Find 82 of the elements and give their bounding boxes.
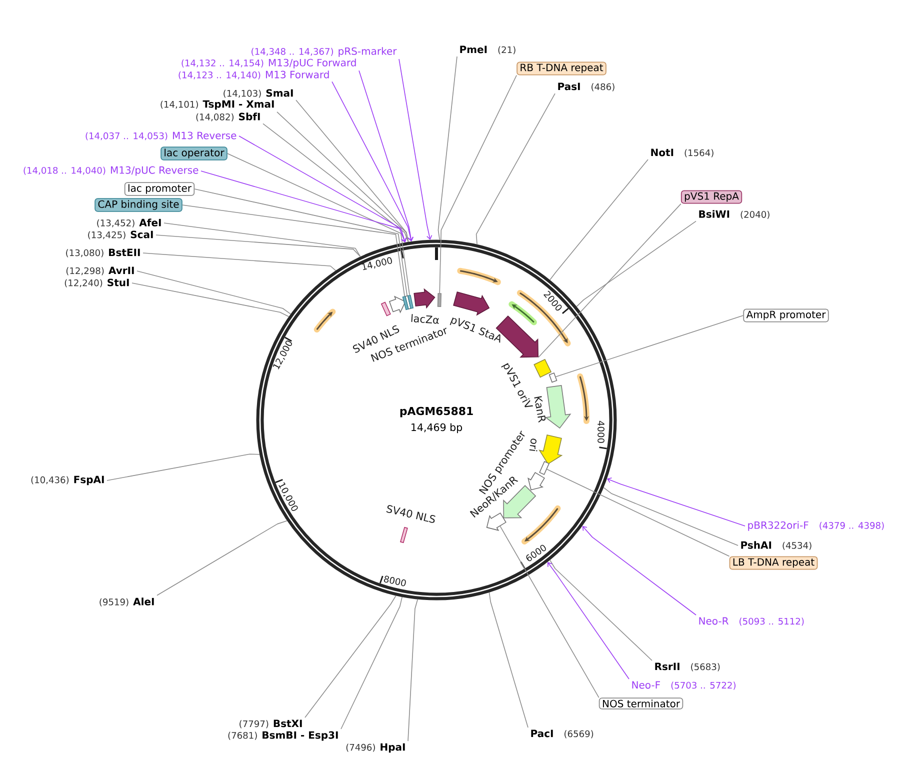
leader-line [582, 526, 696, 616]
feature-tag: NOS terminator [598, 698, 684, 710]
feature-tag: pVS1 RepA [680, 190, 742, 204]
site-label: (14,082) SbfI [196, 112, 260, 122]
site-label: (13,080) BstEII [66, 248, 140, 258]
leader-line [332, 81, 414, 242]
leader-line [555, 315, 744, 378]
tick-label: 14,000 [362, 257, 392, 270]
site-label: (13,425) ScaI [88, 230, 153, 240]
primer-label: Neo-F (5703 .. 5722) [632, 681, 736, 690]
leader-line [550, 560, 652, 661]
leader-line [182, 204, 405, 297]
primer-label: pBR322ori-F (4379 .. 4398) [748, 521, 884, 531]
leader-line [476, 93, 556, 245]
leader-line [136, 270, 292, 314]
site-label: (12,298) AvrII [66, 266, 134, 276]
leader-line [398, 58, 432, 240]
feature-tag: lac promoter [124, 182, 195, 196]
site-label: NotI (1564) [651, 148, 714, 158]
site-label: (7681) BsmBI - Esp3I [228, 731, 338, 741]
site-label: RsrII (5683) [655, 662, 720, 672]
leader-line [576, 220, 696, 307]
feature-label: SV40 NLS [386, 505, 436, 523]
site-label: (9519) AleI [100, 598, 154, 606]
leader-line [603, 487, 738, 546]
feature-tag: AmpR promoter [743, 308, 829, 322]
site-label: (7496) HpaI [346, 743, 405, 753]
leader-line [106, 454, 260, 481]
feature-tag: lac operator [160, 146, 228, 160]
leader-line [408, 598, 418, 742]
leader-line [156, 234, 361, 258]
tick-label: 8000 [384, 576, 406, 586]
site-label: PacI (6569) [531, 730, 594, 738]
site-label: PasI (486) [558, 82, 614, 92]
leader-line [439, 74, 517, 294]
site-label: BsiWI (2040) [699, 210, 770, 219]
leader-line [132, 282, 290, 318]
feature-tag: CAP binding site [94, 198, 182, 212]
site-label: (13,452) AfeI [97, 218, 161, 228]
leader-line [304, 595, 396, 718]
leader-line [296, 100, 409, 242]
feature-bar [548, 372, 558, 383]
leader-line [194, 188, 408, 296]
leader-line [200, 170, 406, 242]
leader-line [262, 123, 409, 242]
feature-tag: LB T-DNA repeat [729, 556, 818, 570]
leader-line [276, 112, 409, 242]
primer-label: (14,037 .. 14,053) M13 Reverse [86, 132, 236, 140]
site-label: (10,436) FspAI [31, 476, 104, 486]
site-label: PmeI (21) [460, 46, 516, 54]
leader-line [227, 153, 410, 296]
feature-label: KanR [534, 396, 546, 423]
feature-bar [407, 294, 414, 309]
leader-line [606, 477, 746, 526]
feature-tag: RB T-DNA repeat [516, 62, 606, 76]
site-label: PshAI (4534) [741, 541, 812, 550]
tick-label: 4000 [598, 420, 604, 443]
leader-line [358, 70, 414, 242]
leader-line [238, 136, 407, 242]
leader-line [164, 222, 361, 258]
leader-line [438, 56, 458, 240]
primer-label: Neo-R (5093 .. 5112) [699, 617, 804, 626]
primer-label: (14,348 .. 14,367) pRS-marker [252, 47, 397, 57]
site-label: (14,103) SmaI [224, 89, 293, 98]
primer-label: (14,123 .. 14,140) M13 Forward [178, 70, 329, 80]
leader-line [142, 252, 336, 271]
leader-line [538, 203, 682, 358]
leader-line [340, 596, 403, 730]
feature-label: pVS1 StaA [450, 317, 500, 343]
leader-line [546, 468, 730, 557]
primer-label: (14,132 .. 14,154) M13/pUC Forward [182, 58, 356, 68]
leader-line [156, 520, 288, 596]
feature-label: lacZα [411, 314, 439, 324]
leader-line [547, 562, 630, 680]
feature-label: ori [529, 438, 538, 452]
leader-line [488, 592, 528, 728]
site-label: (14,101) TspMI - XmaI [160, 100, 274, 110]
primer-label: (14,018 .. 14,040) M13/pUC Reverse [24, 166, 198, 176]
site-label: (7797) BstXI [240, 720, 302, 728]
site-label: (12,240) StuI [64, 278, 129, 288]
leader-line [550, 159, 648, 280]
feature-bar [437, 293, 442, 307]
